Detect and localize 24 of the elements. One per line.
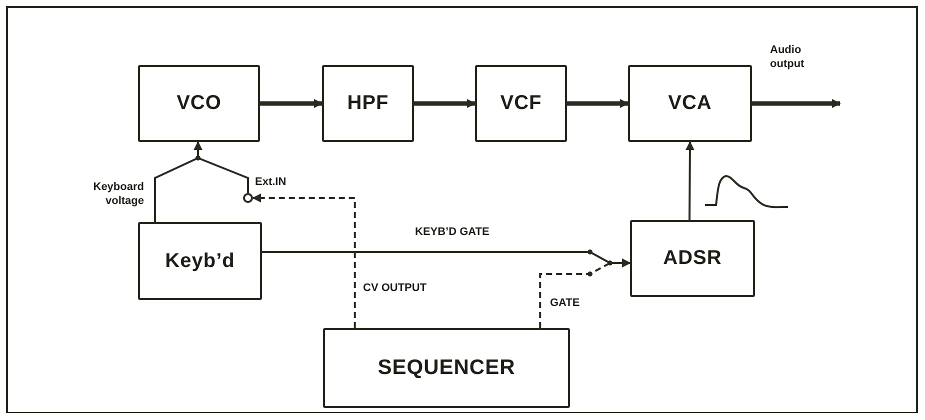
block-box — [138, 222, 262, 300]
connector-arrow — [685, 141, 694, 220]
block-box — [138, 65, 260, 142]
block-label: VCA — [668, 92, 712, 115]
block-box — [628, 65, 752, 142]
connector-arrow — [252, 194, 356, 328]
block-box — [475, 65, 567, 142]
connector-arrow — [260, 99, 323, 108]
block-label: SEQUENCER — [378, 356, 516, 380]
block-label: ADSR — [663, 247, 722, 270]
jack-label: Ext.IN — [255, 176, 286, 188]
connector-arrow — [414, 99, 476, 108]
block-label: HPF — [347, 92, 389, 115]
block-label: VCO — [176, 92, 222, 115]
block-label: Keyb’d — [165, 250, 235, 272]
connector-arrow — [567, 99, 629, 108]
block-box — [323, 328, 570, 408]
input-jack — [243, 193, 253, 203]
connector-arrow — [752, 99, 841, 108]
block-label: VCF — [500, 92, 542, 115]
connector-arrow — [154, 141, 202, 222]
block-box — [630, 220, 755, 297]
block-box — [322, 65, 414, 142]
connector-arrow — [539, 258, 631, 328]
